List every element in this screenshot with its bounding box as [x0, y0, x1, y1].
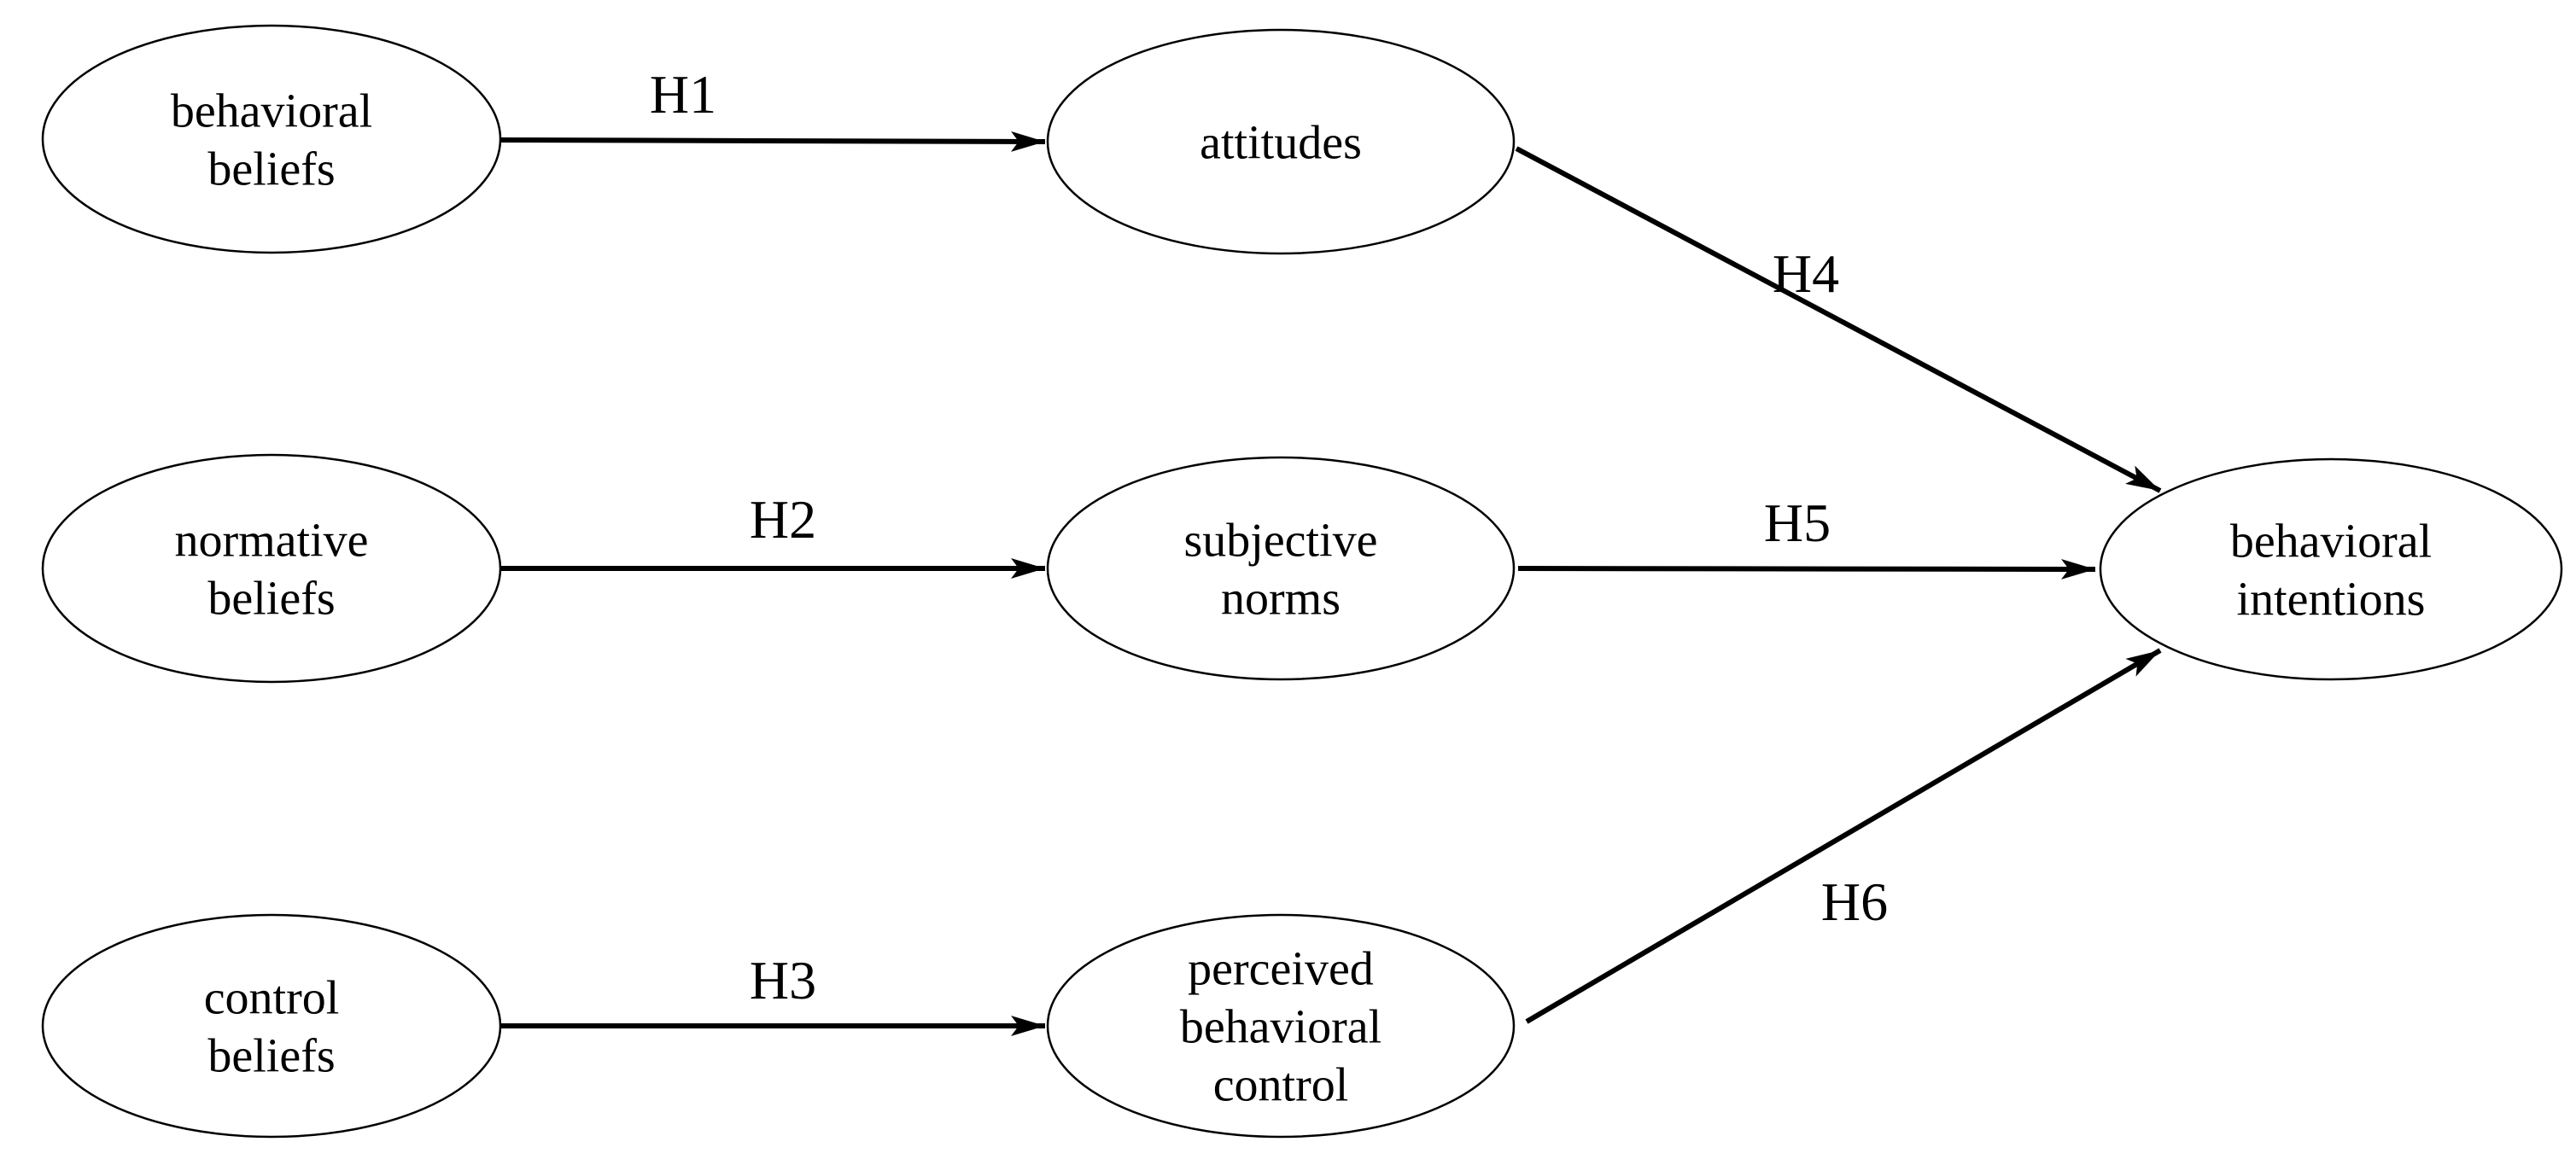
control-beliefs-label-line-2: beliefs [207, 1030, 335, 1083]
control-beliefs-ellipse [41, 913, 502, 1139]
perceived-behavioral-control-label-line-2: behavioral [1180, 1001, 1381, 1054]
perceived-behavioral-control-label-line-3: control [1213, 1059, 1349, 1112]
arrow-line-h6 [1525, 648, 2162, 1024]
node-attitudes: attitudes [1046, 28, 1516, 255]
edge-h2-normative-beliefs-to-subjective-norms: H2 [500, 489, 1045, 579]
arrow-line-h4 [1515, 146, 2162, 493]
subjective-norms-label-line-1: subjective [1183, 515, 1377, 568]
arrow-line-h1 [499, 131, 1046, 152]
behavioral-beliefs-label-line-2: beliefs [207, 143, 335, 196]
hypothesis-label-h3: H3 [750, 950, 816, 1011]
normative-beliefs-label-line-1: normative [174, 515, 368, 568]
perceived-behavioral-control-ellipse [1046, 913, 1516, 1139]
attitudes-label-line-1: attitudes [1200, 117, 1362, 170]
edge-h6-perceived-behavioral-control-to-behavioral-intentions: H6 [1525, 648, 2162, 1024]
behavioral-intentions-ellipse [2099, 457, 2563, 681]
edge-h5-subjective-norms-to-behavioral-intentions: H5 [1517, 492, 2096, 580]
edge-h3-control-beliefs-to-perceived-behavioral-control: H3 [500, 950, 1045, 1036]
perceived-behavioral-control-label-line-1: perceived [1188, 943, 1374, 996]
behavioral-intentions-label: behavioral intentions [2230, 516, 2432, 626]
attitudes-label: attitudes [1200, 117, 1362, 170]
hypothesis-label-h6: H6 [1821, 871, 1888, 932]
hypothesis-label-h2: H2 [750, 489, 816, 550]
hypothesis-label-h4: H4 [1773, 243, 1839, 304]
behavioral-intentions-label-line-2: intentions [2237, 574, 2426, 626]
edge-h1-behavioral-beliefs-to-attitudes: H1 [499, 64, 1046, 152]
hypothesis-label-h1: H1 [650, 64, 716, 125]
node-behavioral-intentions: behavioral intentions [2099, 457, 2563, 681]
normative-beliefs-label-line-2: beliefs [207, 573, 335, 626]
behavioral-intentions-label-line-1: behavioral [2230, 516, 2432, 568]
subjective-norms-label-line-2: norms [1221, 573, 1341, 626]
normative-beliefs-ellipse [41, 453, 502, 684]
behavioral-beliefs-label-line-1: behavioral [171, 85, 372, 138]
arrow-line-h5 [1517, 558, 2096, 580]
edge-h4-attitudes-to-behavioral-intentions: H4 [1515, 146, 2162, 493]
behavioral-beliefs-ellipse [41, 24, 502, 254]
control-beliefs-label-line-1: control [204, 972, 340, 1025]
hypothesis-label-h5: H5 [1764, 492, 1831, 553]
subjective-norms-ellipse [1046, 456, 1516, 681]
attitudes-ellipse [1046, 28, 1516, 255]
